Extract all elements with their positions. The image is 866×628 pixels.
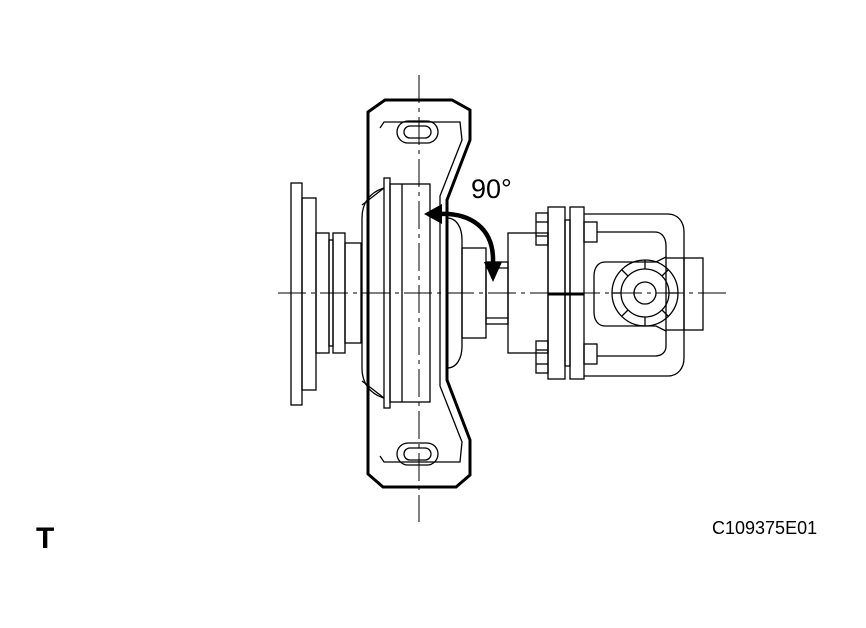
rotation-arrow (424, 204, 502, 282)
bearing-cushion (361, 177, 431, 409)
view-letter: T (36, 522, 55, 555)
rotation-angle-label: 90° (471, 174, 512, 204)
center-bearing-bracket (366, 98, 472, 489)
universal-joint (584, 213, 704, 377)
lower-mounting-slot (396, 442, 439, 466)
upper-flange-bolt (535, 212, 549, 246)
companion-flange (290, 182, 362, 406)
figure-code: C109375E01 (712, 518, 818, 538)
upper-mounting-slot (396, 120, 439, 144)
lower-flange-bolt (535, 340, 549, 374)
yoke-flange (507, 206, 598, 380)
